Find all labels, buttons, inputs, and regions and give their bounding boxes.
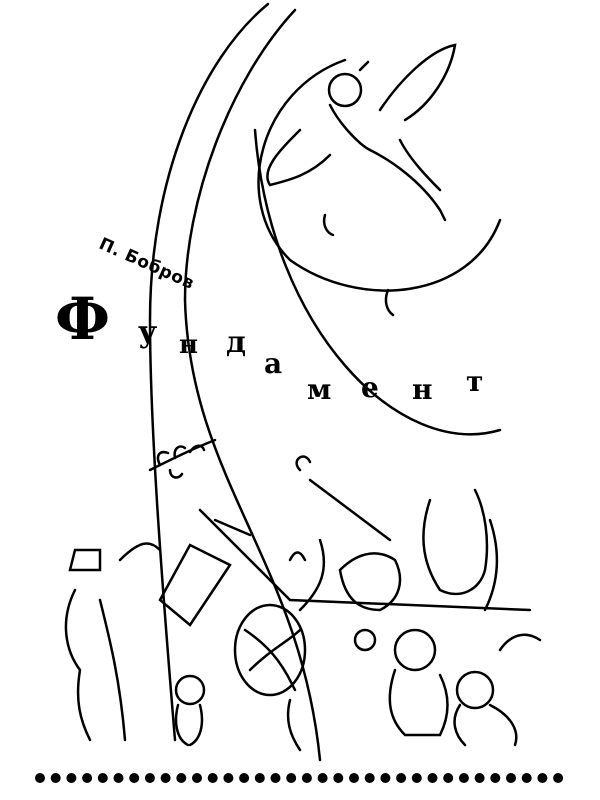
- dot: [113, 773, 124, 783]
- dot: [411, 773, 422, 783]
- dot: [364, 773, 375, 783]
- title-letter: т: [466, 365, 484, 398]
- dot: [207, 773, 218, 783]
- branch-icon: [148, 438, 217, 479]
- title-letter: Ф: [55, 285, 111, 353]
- dot: [192, 773, 202, 783]
- dot: [270, 773, 281, 783]
- title-letter: н: [412, 373, 433, 406]
- title-letter: н: [179, 330, 199, 360]
- dot: [129, 773, 140, 783]
- dot: [223, 773, 234, 783]
- dot: [97, 773, 108, 783]
- dot: [458, 773, 469, 783]
- dot: [349, 773, 359, 783]
- title-letter: у: [138, 315, 158, 350]
- title-letter: м: [307, 373, 332, 406]
- dot: [176, 773, 187, 783]
- moon-arc: [257, 58, 502, 292]
- dot: [490, 773, 501, 783]
- dot: [50, 773, 61, 783]
- dot: [82, 773, 93, 783]
- dot: [35, 773, 45, 783]
- dot: [506, 773, 516, 783]
- dot: [443, 773, 454, 783]
- dot: [553, 773, 564, 783]
- dot: [474, 773, 485, 783]
- crescent-arc: [253, 128, 502, 436]
- dotted-rule: [35, 773, 564, 783]
- dot: [254, 773, 265, 783]
- dot: [66, 773, 77, 783]
- angel-figure: [266, 43, 457, 317]
- dot: [537, 773, 548, 783]
- dot: [239, 773, 250, 783]
- title-letter: д: [226, 325, 246, 360]
- dot: [160, 773, 171, 783]
- dot: [333, 773, 344, 783]
- dot: [427, 773, 438, 783]
- dot: [301, 773, 312, 783]
- inner-arc: [183, 8, 322, 762]
- crowd-drawing: [64, 455, 542, 752]
- dot: [286, 773, 297, 783]
- title-letter: е: [361, 371, 379, 404]
- dot: [144, 773, 155, 783]
- dot: [380, 773, 391, 783]
- dot: [396, 773, 407, 783]
- dot: [521, 773, 532, 783]
- dot: [317, 773, 328, 783]
- outer-arc: [148, 2, 270, 742]
- title-letter: а: [264, 347, 283, 380]
